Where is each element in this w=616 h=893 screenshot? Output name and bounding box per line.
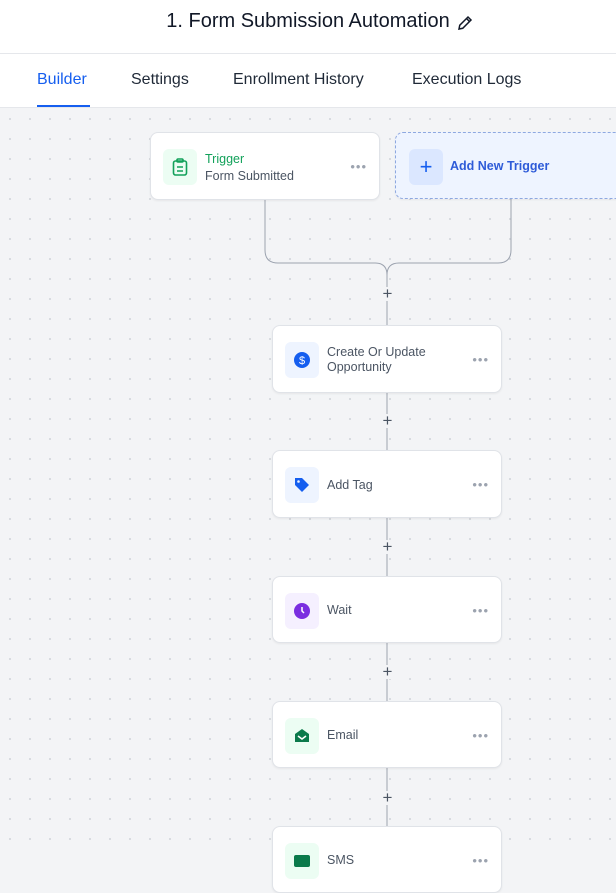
add-step-button[interactable]: + — [381, 284, 394, 303]
action-card[interactable]: Wait ••• — [272, 576, 502, 643]
more-options-button[interactable]: ••• — [350, 159, 367, 174]
plus-icon: + — [409, 149, 443, 185]
trigger-title: Trigger — [205, 152, 245, 166]
action-label: Wait — [327, 603, 352, 617]
action-card[interactable]: $ Create Or Update Opportunity ••• — [272, 325, 502, 393]
action-label: Create Or Update Opportunity — [327, 345, 426, 374]
pencil-icon[interactable] — [456, 14, 474, 32]
add-step-button[interactable]: + — [381, 537, 394, 556]
more-options-button[interactable]: ••• — [472, 477, 489, 492]
action-label: Email — [327, 728, 359, 742]
tab-settings[interactable]: Settings — [131, 71, 189, 88]
tag-icon — [285, 467, 319, 503]
more-options-button[interactable]: ••• — [472, 352, 489, 367]
action-card[interactable]: SMS ••• — [272, 826, 502, 893]
envelope-icon — [285, 718, 319, 754]
trigger-subtitle: Form Submitted — [205, 169, 294, 183]
add-new-trigger-label: Add New Trigger — [450, 159, 550, 173]
add-step-button[interactable]: + — [381, 411, 394, 430]
action-label: Add Tag — [327, 478, 373, 492]
svg-text:$: $ — [299, 355, 305, 367]
tab-builder[interactable]: Builder — [37, 71, 87, 88]
tab-bar: Builder Settings Enrollment History Exec… — [0, 54, 616, 108]
clock-icon — [285, 593, 319, 629]
trigger-card[interactable]: Trigger Form Submitted ••• — [150, 132, 380, 200]
action-card[interactable]: Add Tag ••• — [272, 450, 502, 518]
header: 1. Form Submission Automation — [0, 0, 616, 54]
dollar-icon: $ — [285, 342, 319, 378]
more-options-button[interactable]: ••• — [472, 853, 489, 868]
page-title: 1. Form Submission Automation — [166, 10, 450, 32]
more-options-button[interactable]: ••• — [472, 603, 489, 618]
add-new-trigger-button[interactable]: + Add New Trigger — [395, 132, 616, 199]
tab-execution-logs[interactable]: Execution Logs — [412, 71, 522, 88]
active-tab-indicator — [37, 105, 90, 107]
add-step-button[interactable]: + — [381, 788, 394, 807]
tab-enrollment-history[interactable]: Enrollment History — [233, 71, 364, 88]
more-options-button[interactable]: ••• — [472, 728, 489, 743]
connector-lines — [264, 199, 512, 858]
add-step-button[interactable]: + — [381, 662, 394, 681]
action-label: SMS — [327, 853, 355, 867]
action-card[interactable]: Email ••• — [272, 701, 502, 768]
clipboard-icon — [163, 149, 197, 185]
sms-icon — [285, 843, 319, 879]
